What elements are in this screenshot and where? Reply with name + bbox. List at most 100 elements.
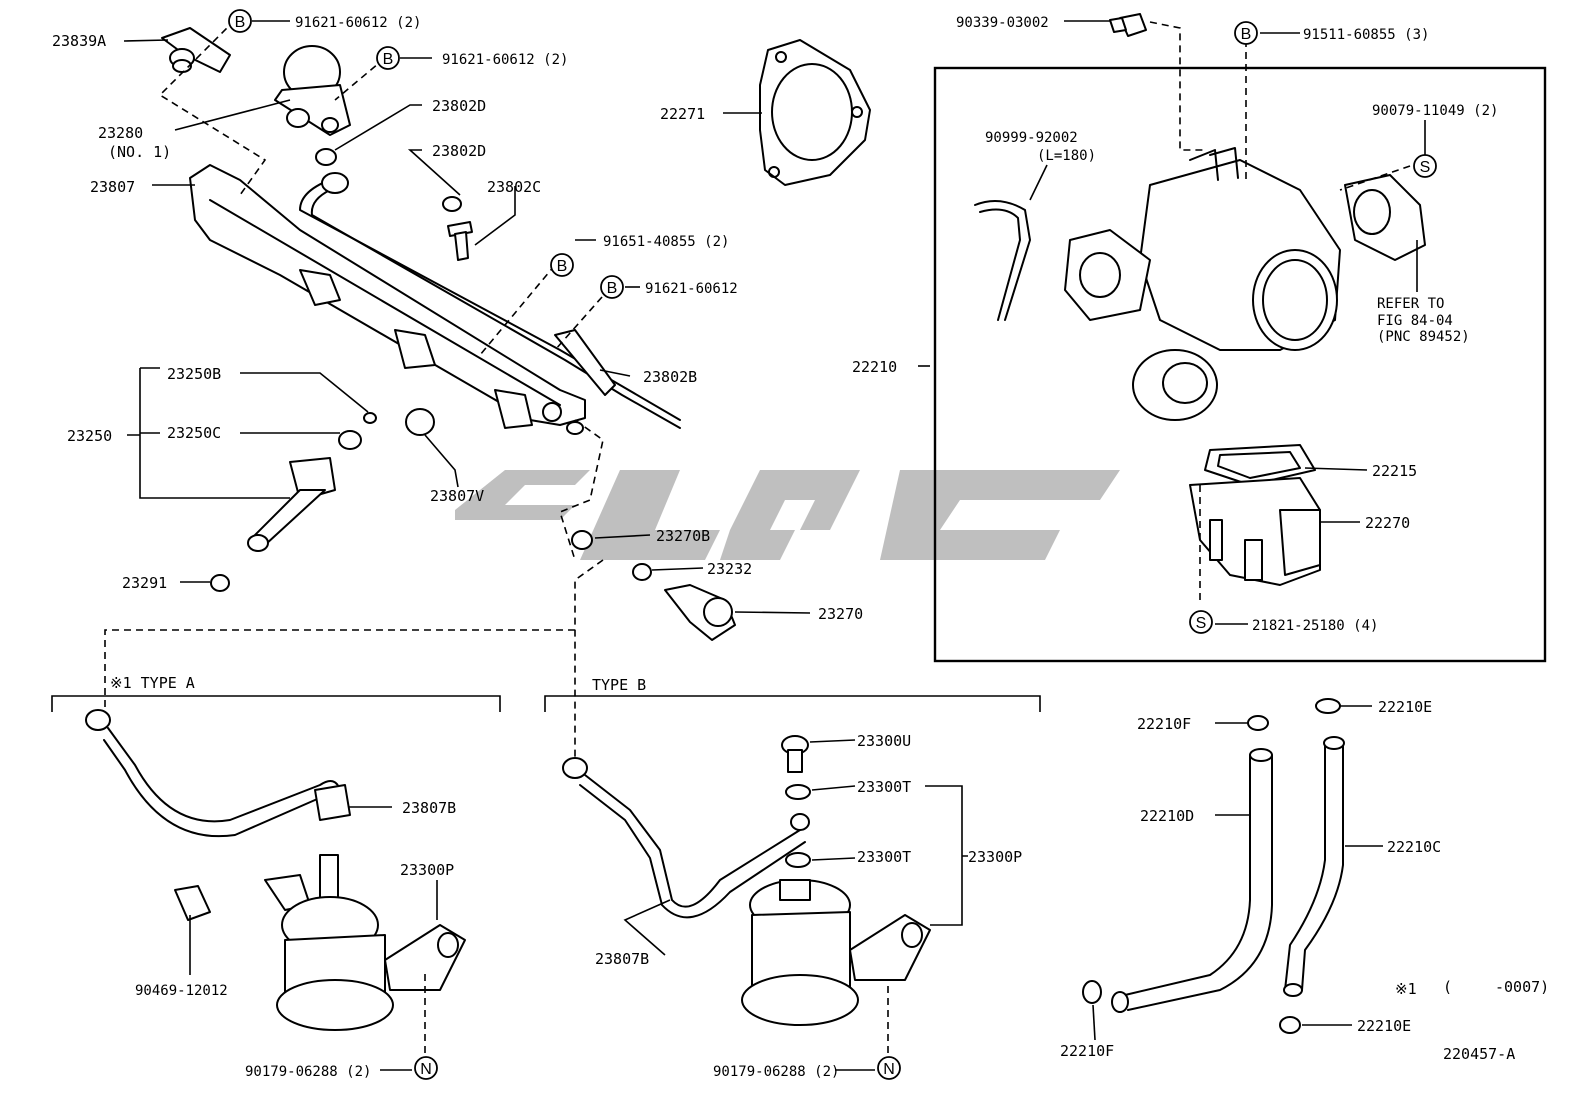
watermark-logo [455, 470, 1120, 560]
label-23280-sub: (NO. 1) [108, 143, 171, 161]
throttle-body-frame [933, 66, 1547, 663]
injector-23250-drawing [247, 457, 336, 552]
label-22210F-1: 22210F [1137, 715, 1191, 733]
label-23232: 23232 [707, 560, 752, 578]
label-22210F-2: 22210F [1060, 1042, 1114, 1060]
spacer-23250C-drawing [338, 430, 362, 450]
clamp-22210F-1-drawing [1247, 715, 1269, 731]
label-22210E-2: 22210E [1357, 1017, 1411, 1035]
label-22210C: 22210C [1387, 838, 1441, 856]
fuel-pipe-23802B-drawing [299, 172, 681, 429]
label-90999-92002-sub: (L=180) [1037, 148, 1096, 164]
marker-b-1: B [228, 9, 252, 33]
svg-text:N: N [420, 1061, 432, 1078]
label-23807B-a: 23807B [402, 799, 456, 817]
label-23300U: 23300U [857, 732, 911, 750]
clamp-22210F-2-drawing [1082, 980, 1102, 1004]
label-23807: 23807 [90, 178, 135, 196]
hose-23807B-type-b-drawing [562, 757, 810, 919]
hose-90999-92002-drawing [974, 200, 1031, 321]
bolt-23802C-drawing [447, 221, 473, 261]
washer-23232-drawing [632, 563, 652, 581]
insulator-23807V-drawing [405, 408, 435, 436]
svg-text:B: B [383, 51, 394, 68]
label-91621-60612-c: 91621-60612 [645, 281, 738, 297]
clamp-22210E-2-drawing [1279, 1016, 1301, 1034]
label-90999-92002: 90999-92002 [985, 130, 1078, 146]
plug-90339-03002-drawing [1109, 13, 1147, 37]
gasket-23270B-drawing [571, 530, 593, 550]
o-ring-23300T-2-drawing [785, 852, 811, 868]
o-ring-23300T-1-drawing [785, 784, 811, 800]
label-90179-06288-b: 90179-06288 (2) [713, 1064, 839, 1080]
isc-valve-22270-drawing [1189, 477, 1321, 586]
throttle-body-22210-drawing [1064, 147, 1341, 421]
regulator-23300P-type-b-drawing [741, 879, 931, 1026]
label-22270: 22270 [1365, 514, 1410, 532]
label-91651-40855: 91651-40855 (2) [603, 234, 729, 250]
gasket-22215-drawing [1204, 444, 1316, 486]
note-marker: ※1 [1395, 980, 1417, 998]
label-90179-06288-a: 90179-06288 (2) [245, 1064, 371, 1080]
label-90469-12012: 90469-12012 [135, 983, 228, 999]
dashed-assembly-lines [104, 19, 1411, 1065]
marker-b-3: B [550, 253, 574, 277]
label-23270: 23270 [818, 605, 863, 623]
svg-text:S: S [1420, 159, 1431, 176]
label-23300P-b: 23300P [968, 848, 1022, 866]
refer-line-2: FIG 84-04 [1377, 313, 1453, 329]
o-ring-23802D-1 [315, 148, 337, 166]
label-23250C: 23250C [167, 424, 221, 442]
refer-line-1: REFER TO [1377, 296, 1444, 312]
label-23291: 23291 [122, 574, 167, 592]
label-23280: 23280 [98, 124, 143, 142]
label-23807B-b: 23807B [595, 950, 649, 968]
label-23807V: 23807V [430, 487, 484, 505]
marker-s-1: S [1413, 154, 1437, 178]
label-91621-60612-b: 91621-60612 (2) [442, 52, 568, 68]
label-22210: 22210 [852, 358, 897, 376]
o-ring-23250B-drawing [363, 412, 377, 424]
note-range: -0007) [1495, 978, 1549, 996]
marker-b-2: B [376, 46, 400, 70]
label-91621-60612-a: 91621-60612 (2) [295, 15, 421, 31]
union-23270-drawing [664, 584, 736, 641]
label-22210D: 22210D [1140, 807, 1194, 825]
figure-code: 220457-A [1443, 1045, 1515, 1063]
label-23802B: 23802B [643, 368, 697, 386]
label-23802D-1: 23802D [432, 97, 486, 115]
leader-lines [123, 20, 1426, 1071]
label-type-b: TYPE B [592, 676, 646, 694]
label-23250: 23250 [67, 427, 112, 445]
label-23839A: 23839A [52, 32, 106, 50]
label-23270B: 23270B [656, 527, 710, 545]
label-23250B: 23250B [167, 365, 221, 383]
label-23802D-2: 23802D [432, 142, 486, 160]
type-b-bracket [544, 695, 1041, 712]
label-23300P-a: 23300P [400, 861, 454, 879]
marker-n-1: N [414, 1056, 438, 1080]
hose-22210D-drawing [1111, 748, 1273, 1013]
label-22210E-1: 22210E [1378, 698, 1432, 716]
svg-text:B: B [557, 258, 568, 275]
label-21821-25180: 21821-25180 (4) [1252, 618, 1378, 634]
part-23280-drawing [274, 45, 351, 136]
label-23300T-2: 23300T [857, 848, 911, 866]
seal-23291-drawing [210, 574, 230, 592]
label-90339-03002: 90339-03002 [956, 15, 1049, 31]
svg-text:B: B [1241, 26, 1252, 43]
label-90079-11049: 90079-11049 (2) [1372, 103, 1498, 119]
part-23839A-drawing [161, 27, 231, 73]
note-paren-open: ( [1443, 978, 1452, 996]
label-22271: 22271 [660, 105, 705, 123]
svg-text:B: B [235, 14, 246, 31]
sensor-89452-drawing [1344, 174, 1426, 261]
fuel-rail-23807-drawing [189, 164, 586, 435]
label-91511-60855: 91511-60855 (3) [1303, 27, 1429, 43]
marker-n-2: N [877, 1056, 901, 1080]
gasket-22271-drawing [759, 39, 871, 186]
hose-22210C-drawing [1283, 736, 1345, 997]
label-23802C: 23802C [487, 178, 541, 196]
